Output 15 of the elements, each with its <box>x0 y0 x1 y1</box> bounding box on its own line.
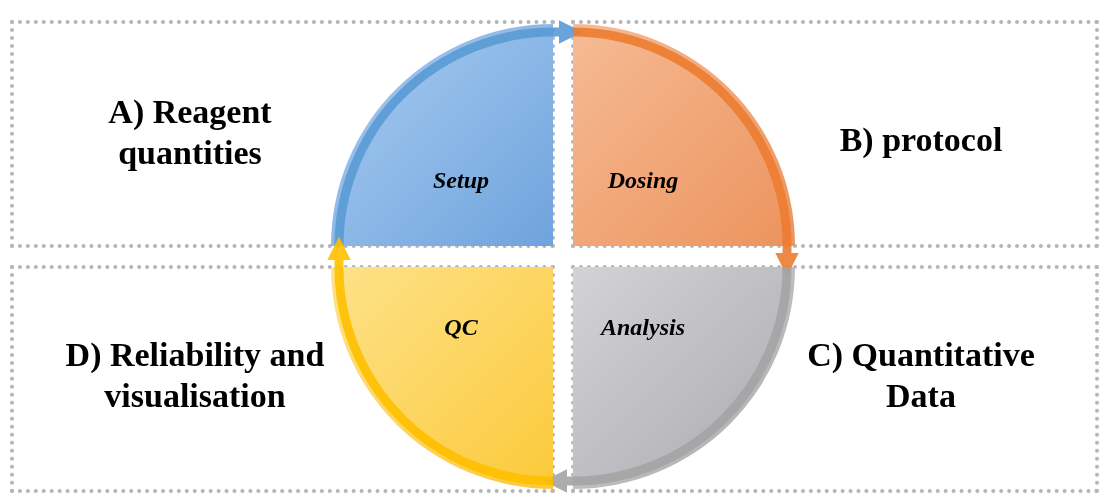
segment-label: QC <box>443 314 479 341</box>
panel-title: C) Quantitative Data <box>806 335 1036 416</box>
quarter-segment <box>573 24 795 246</box>
panel-title: A) Reagent quantities <box>107 92 273 173</box>
panel-title: B) protocol <box>838 120 1004 160</box>
dotted-panel <box>10 20 555 248</box>
panel-title: D) Reliability and visualisation <box>64 335 326 416</box>
dotted-panel <box>10 265 555 493</box>
segment-label: Setup <box>432 167 490 194</box>
segment-label: Analysis <box>599 314 686 341</box>
curved-arrow <box>327 236 554 486</box>
dotted-panel <box>571 20 1099 248</box>
quarter-segment <box>331 267 553 489</box>
dotted-panel <box>571 265 1099 493</box>
segment-label: Dosing <box>606 167 680 194</box>
